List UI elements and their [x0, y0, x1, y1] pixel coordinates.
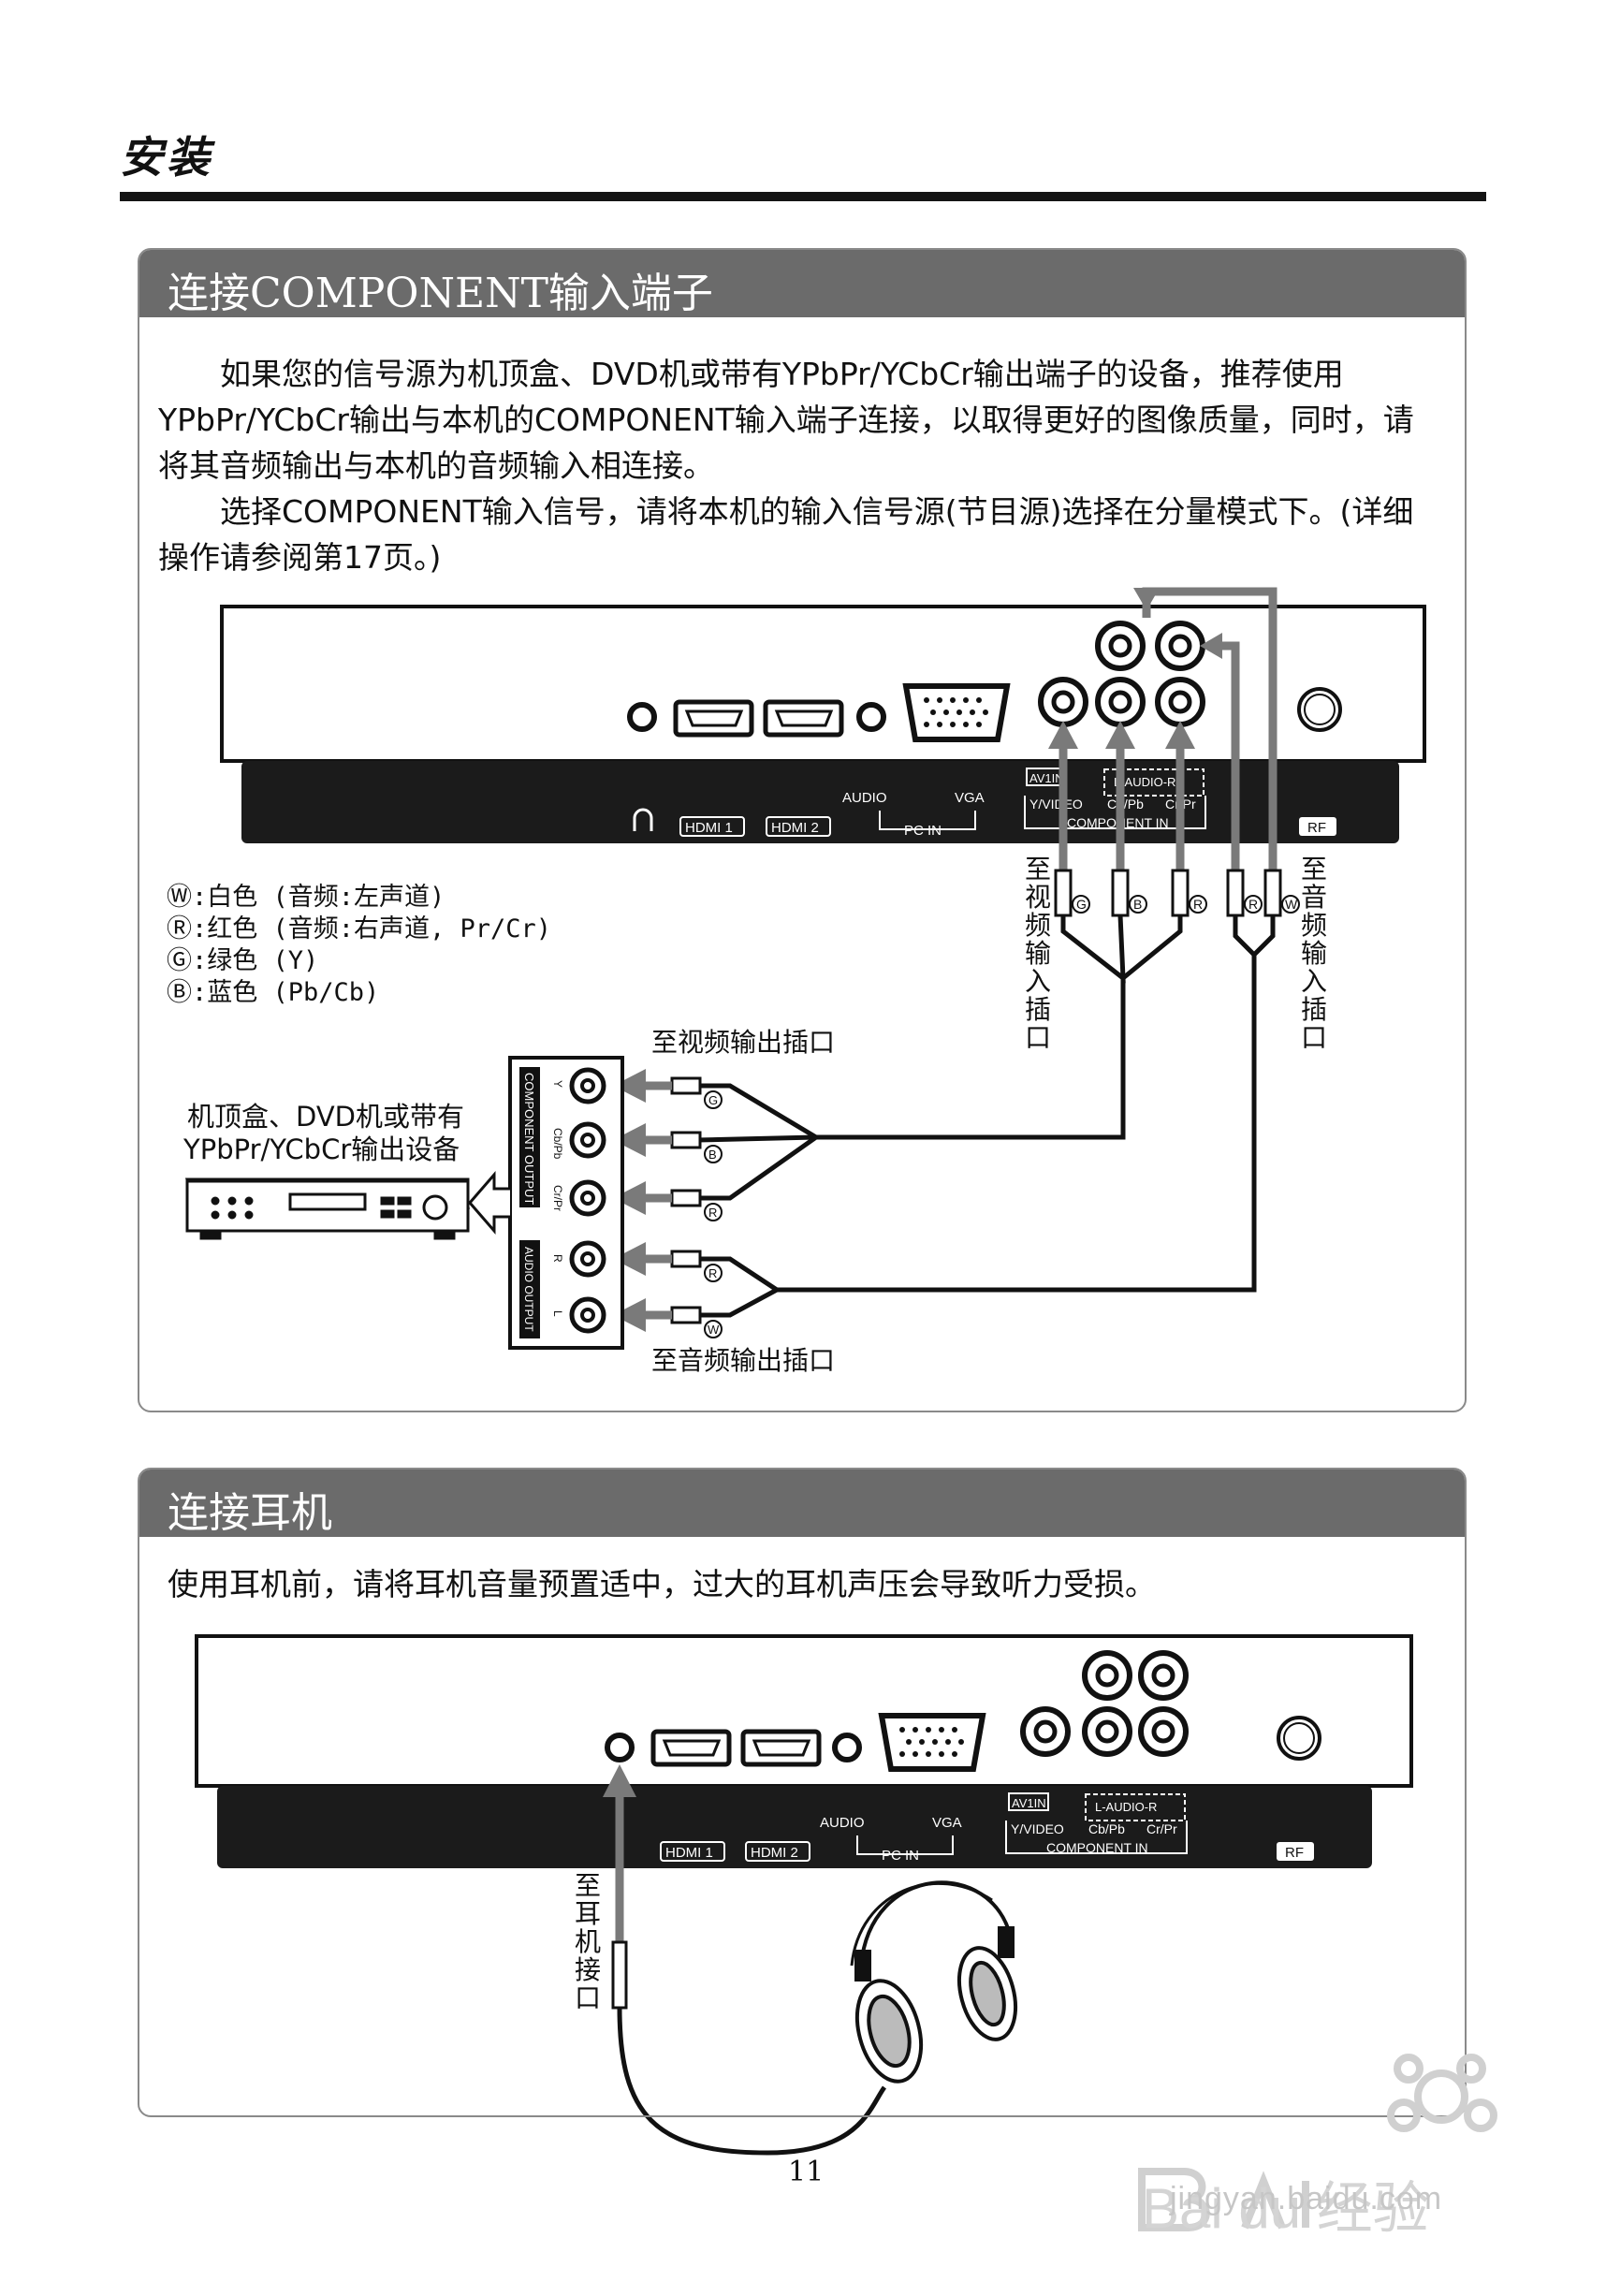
- plug-code-g-bottom: G: [708, 1093, 718, 1107]
- tv-side-plugs: [1054, 869, 1282, 917]
- page-number: 11: [788, 2156, 825, 2188]
- pc-audio-label-bottom: AUDIO: [820, 1815, 865, 1831]
- device-jack-l: L: [551, 1310, 564, 1317]
- tv-label-strip-bottom: HDMI 1 HDMI 2 AUDIO VGA PC IN AV1IN L-AU…: [217, 1786, 1372, 1868]
- device-component-output-label: COMPONENT OUTPUT: [522, 1073, 536, 1205]
- plug-code-r-bottom: R: [708, 1206, 717, 1220]
- pc-in-label: PC IN: [904, 823, 942, 839]
- hdmi1-label-bottom: HDMI 1: [665, 1845, 713, 1861]
- tv-panel-bottom: [195, 1634, 1413, 1788]
- device-audio-output-label: AUDIO OUTPUT: [522, 1247, 535, 1332]
- device-side-plugs: [670, 1076, 702, 1324]
- y-video-label: Y/VIDEO: [1029, 797, 1083, 812]
- component-rca-jacks: [1038, 621, 1205, 727]
- device-jack-cr: Cr/Pr: [551, 1185, 564, 1211]
- vga-label-bottom: VGA: [932, 1815, 962, 1831]
- cb-pb-label-bottom: Cb/Pb: [1088, 1821, 1125, 1836]
- rf-label: RF: [1307, 820, 1326, 836]
- component-section-header: 连接COMPONENT输入端子: [139, 250, 1465, 317]
- output-arrows: [613, 1069, 672, 1332]
- device-link-arrow: [468, 1170, 510, 1236]
- device-jack-cb: Cb/Pb: [551, 1128, 564, 1160]
- to-video-input-label: 至视频输入插口: [1024, 854, 1051, 1053]
- plug-code-b-bottom: B: [708, 1148, 717, 1162]
- device-jack-r: R: [551, 1254, 564, 1263]
- pc-audio-jack: [856, 702, 886, 732]
- heading-rule: [120, 192, 1486, 201]
- tv-panel-top: [220, 605, 1426, 763]
- headphone-symbol-icon: [633, 808, 653, 831]
- l-audio-r-label: L-AUDIO-R: [1114, 775, 1175, 789]
- vga-port: [902, 683, 1011, 742]
- component-cables: [696, 914, 1276, 1318]
- hdmi1-port: [673, 699, 754, 738]
- headphone-jack: [627, 702, 657, 732]
- headphone-section-title: 连接耳机: [168, 1489, 332, 1537]
- watermark-brand: Bai du 经验: [1142, 2177, 1429, 2240]
- legend-red: Ⓡ:红色 (音频:右声道, Pr/Cr): [167, 914, 552, 943]
- l-audio-r-label-bottom: L-AUDIO-R: [1095, 1800, 1157, 1814]
- headphone-cable: [603, 1764, 887, 2156]
- y-video-label-bottom: Y/VIDEO: [1011, 1821, 1064, 1836]
- plug-code-r-top: R: [1193, 897, 1203, 912]
- av1in-label-bottom: AV1IN: [1012, 1796, 1046, 1810]
- device-label-line-2: YPbPr/YCbCr输出设备: [183, 1133, 460, 1165]
- headphone-section: 连接耳机 使用耳机前，请将耳机音量预置适中，过大的耳机声压会导致听力受损。: [138, 1468, 1467, 2117]
- headphone-para: 使用耳机前，请将耳机音量预置适中，过大的耳机声压会导致听力受损。: [168, 1566, 1156, 1602]
- watermark-url: jingyan.baidu.com: [1170, 2181, 1443, 2216]
- to-video-output-label: 至视频输出插口: [651, 1027, 836, 1058]
- component-para-2: 选择COMPONENT输入信号，请将本机的输入信号源(节目源)选择在分量模式下。…: [158, 493, 1414, 576]
- plug-code-b-top: B: [1133, 897, 1142, 912]
- component-section-title: 连接COMPONENT输入端子: [168, 270, 713, 317]
- component-para-1: 如果您的信号源为机顶盒、DVD机或带有YPbPr/YCbCr输出端子的设备，推荐…: [158, 356, 1414, 484]
- plug-code-r2-bottom: R: [708, 1266, 717, 1280]
- cr-pr-label-bottom: Cr/Pr: [1146, 1821, 1177, 1836]
- cb-pb-label: Cb/Pb: [1107, 797, 1144, 812]
- component-in-label-bottom: COMPONENT IN: [1046, 1840, 1148, 1855]
- hdmi2-label-bottom: HDMI 2: [751, 1845, 798, 1861]
- to-audio-output-label: 至音频输出插口: [651, 1345, 836, 1376]
- pc-in-label-bottom: PC IN: [882, 1848, 919, 1864]
- page-heading: 安装: [120, 132, 213, 183]
- vga-label: VGA: [955, 790, 985, 806]
- color-legend: Ⓦ:白色 (音频:左声道) Ⓡ:红色 (音频:右声道, Pr/Cr) Ⓖ:绿色 …: [167, 882, 551, 1009]
- plug-code-r2-top: R: [1248, 897, 1258, 912]
- baidu-watermark-logo: Bai du 经验: [1138, 2054, 1497, 2240]
- tv-label-strip-top: HDMI 1 HDMI 2 AUDIO VGA PC IN AV1IN L-AU…: [241, 761, 1399, 843]
- headphone-section-header: 连接耳机: [139, 1470, 1465, 1537]
- plug-code-g-top: G: [1076, 897, 1087, 912]
- hdmi2-label: HDMI 2: [771, 820, 819, 836]
- legend-blue: Ⓑ:蓝色 (Pb/Cb): [167, 978, 380, 1007]
- hdmi1-label: HDMI 1: [685, 820, 733, 836]
- plug-code-w-bottom: W: [708, 1323, 720, 1337]
- hdmi2-port: [763, 699, 844, 738]
- to-audio-input-label: 至音频输入插口: [1300, 854, 1327, 1053]
- legend-white: Ⓦ:白色 (音频:左声道): [167, 883, 445, 912]
- dvd-player-icon: [184, 1177, 471, 1240]
- device-label-line-1: 机顶盒、DVD机或带有: [187, 1101, 464, 1133]
- device-output-panel: COMPONENT OUTPUT AUDIO OUTPUT Y Cb/Pb Cr…: [508, 1056, 624, 1350]
- legend-green: Ⓖ:绿色 (Y): [167, 946, 319, 975]
- headphones-icon: [850, 1880, 1017, 2084]
- plug-code-w-top: W: [1285, 897, 1298, 912]
- device-jack-y: Y: [551, 1080, 564, 1088]
- rf-label-bottom: RF: [1285, 1845, 1304, 1861]
- av1in-label: AV1IN: [1029, 771, 1064, 785]
- to-headphone-label: 至耳机接口: [574, 1870, 601, 2013]
- pc-audio-label: AUDIO: [842, 790, 887, 806]
